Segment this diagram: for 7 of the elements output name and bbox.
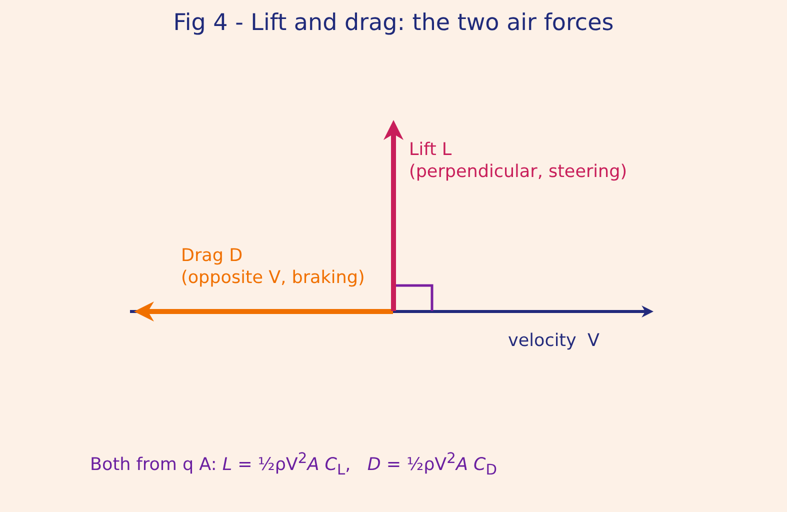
drag-description: (opposite V, braking) xyxy=(181,268,365,289)
velocity-label: velocity V xyxy=(508,331,600,352)
lift-label: Lift L xyxy=(409,140,452,161)
title: Fig 4 - Lift and drag: the two air forces xyxy=(172,10,615,38)
formula-text: Both from q A: L = ½ρV$^{2}$A C$_{L}$, D = ½ρV$^{2}$A C$_{D}$ xyxy=(90,450,497,479)
drag-label: Drag D xyxy=(181,246,243,267)
lift-description: (perpendicular, steering) xyxy=(409,162,628,183)
